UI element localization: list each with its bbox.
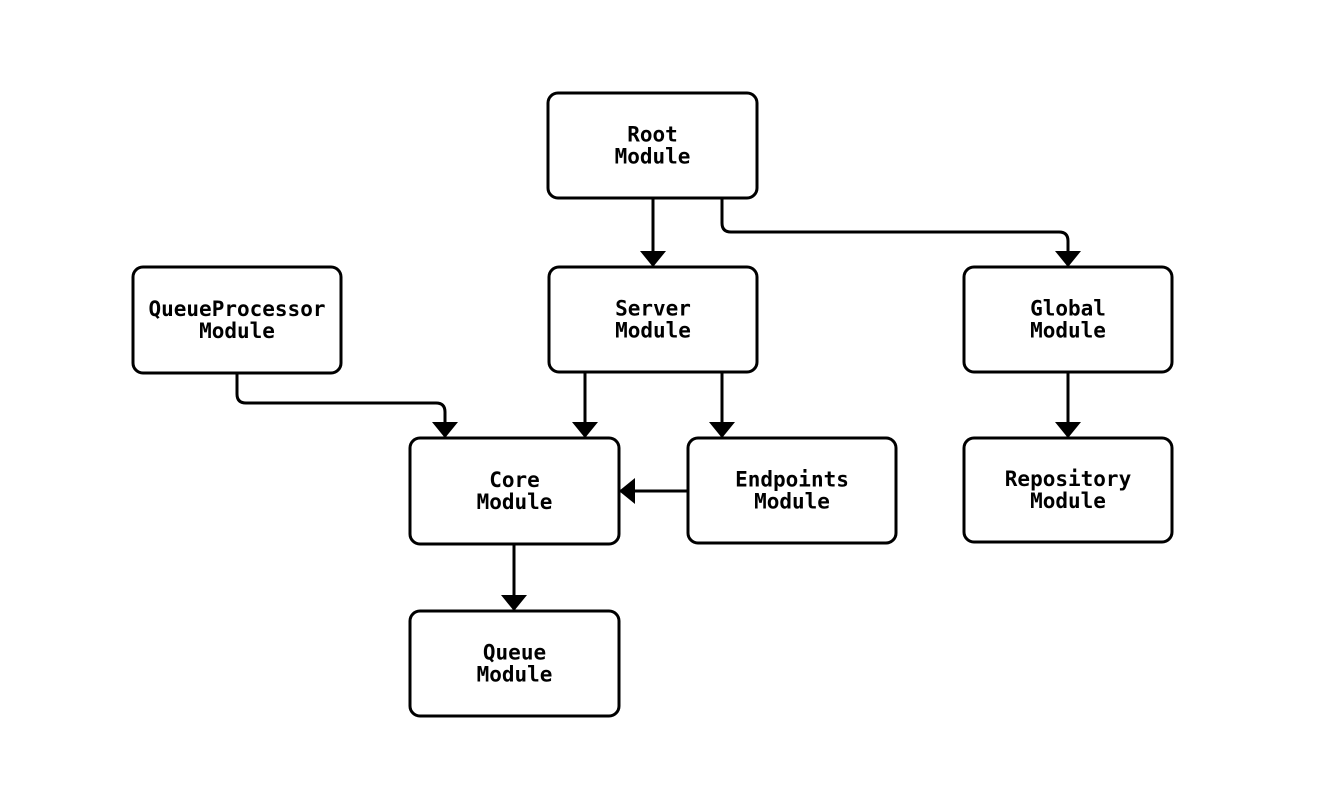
node-queue-box [408,609,621,718]
edge-queueprocessor-to-core [235,372,458,438]
node-endpoints-box [686,436,898,545]
edge-root-to-global [720,197,1081,267]
node-server-box [547,265,759,374]
node-core-box [408,436,621,546]
node-repository-box [962,436,1174,544]
node-root-box [546,91,759,200]
node-global-box [962,265,1174,374]
node-queueprocessor-box [131,265,343,375]
